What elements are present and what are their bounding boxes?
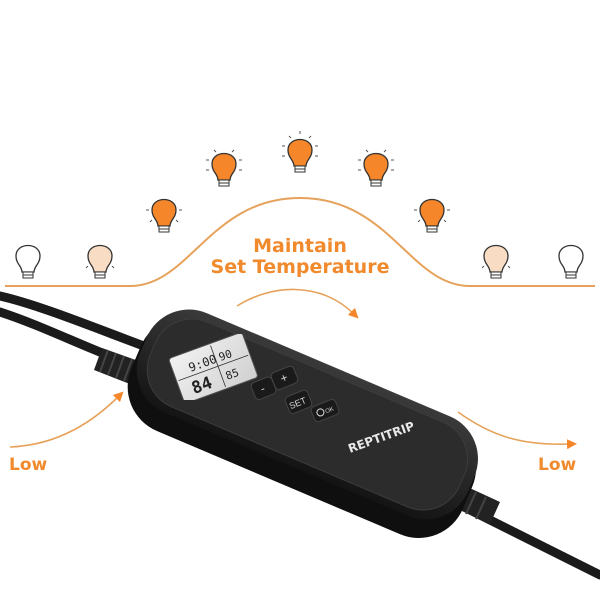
power-icon [316,408,325,417]
bulb-icon-off [15,244,41,279]
headline: Maintain Set Temperature [200,236,400,278]
lcd-set-low: 85 [224,366,241,383]
bulb-icon-dim [85,244,115,279]
headline-line-2: Set Temperature [210,256,390,278]
bulb-icon-on [146,198,182,233]
power-cable-left-upper [0,291,165,357]
bulb-row [15,131,584,279]
svg-text:+: + [278,370,290,386]
set-button[interactable]: SET [284,389,313,415]
brand-logo: REPTITRIP [346,419,416,456]
svg-text:REPTITRIP: REPTITRIP [346,419,416,456]
lcd-display: 9:00 84 90 85 [168,334,258,400]
bulb-icon-off [558,244,584,279]
arrow-right-icon [236,288,359,319]
bulb-icon-on [414,198,450,233]
bulb-icon-on [358,149,394,187]
low-label-left: Low [9,455,48,475]
headline-line-1: Maintain [253,235,347,257]
button-panel: - + SET OK [250,365,340,423]
arrow-down-icon [457,411,577,450]
temperature-curve [5,196,595,287]
power-ok-button[interactable]: OK [310,398,340,423]
arrow-up-icon [9,391,124,448]
svg-text:-: - [258,381,267,395]
plus-button[interactable]: + [270,365,299,391]
bulb-icon-dim [481,244,511,279]
bulb-icon-on [206,149,242,187]
bulb-icon-on [282,131,318,173]
lcd-set-high: 90 [217,347,234,364]
low-label-right: Low [538,455,577,475]
svg-text:OK: OK [325,406,335,415]
